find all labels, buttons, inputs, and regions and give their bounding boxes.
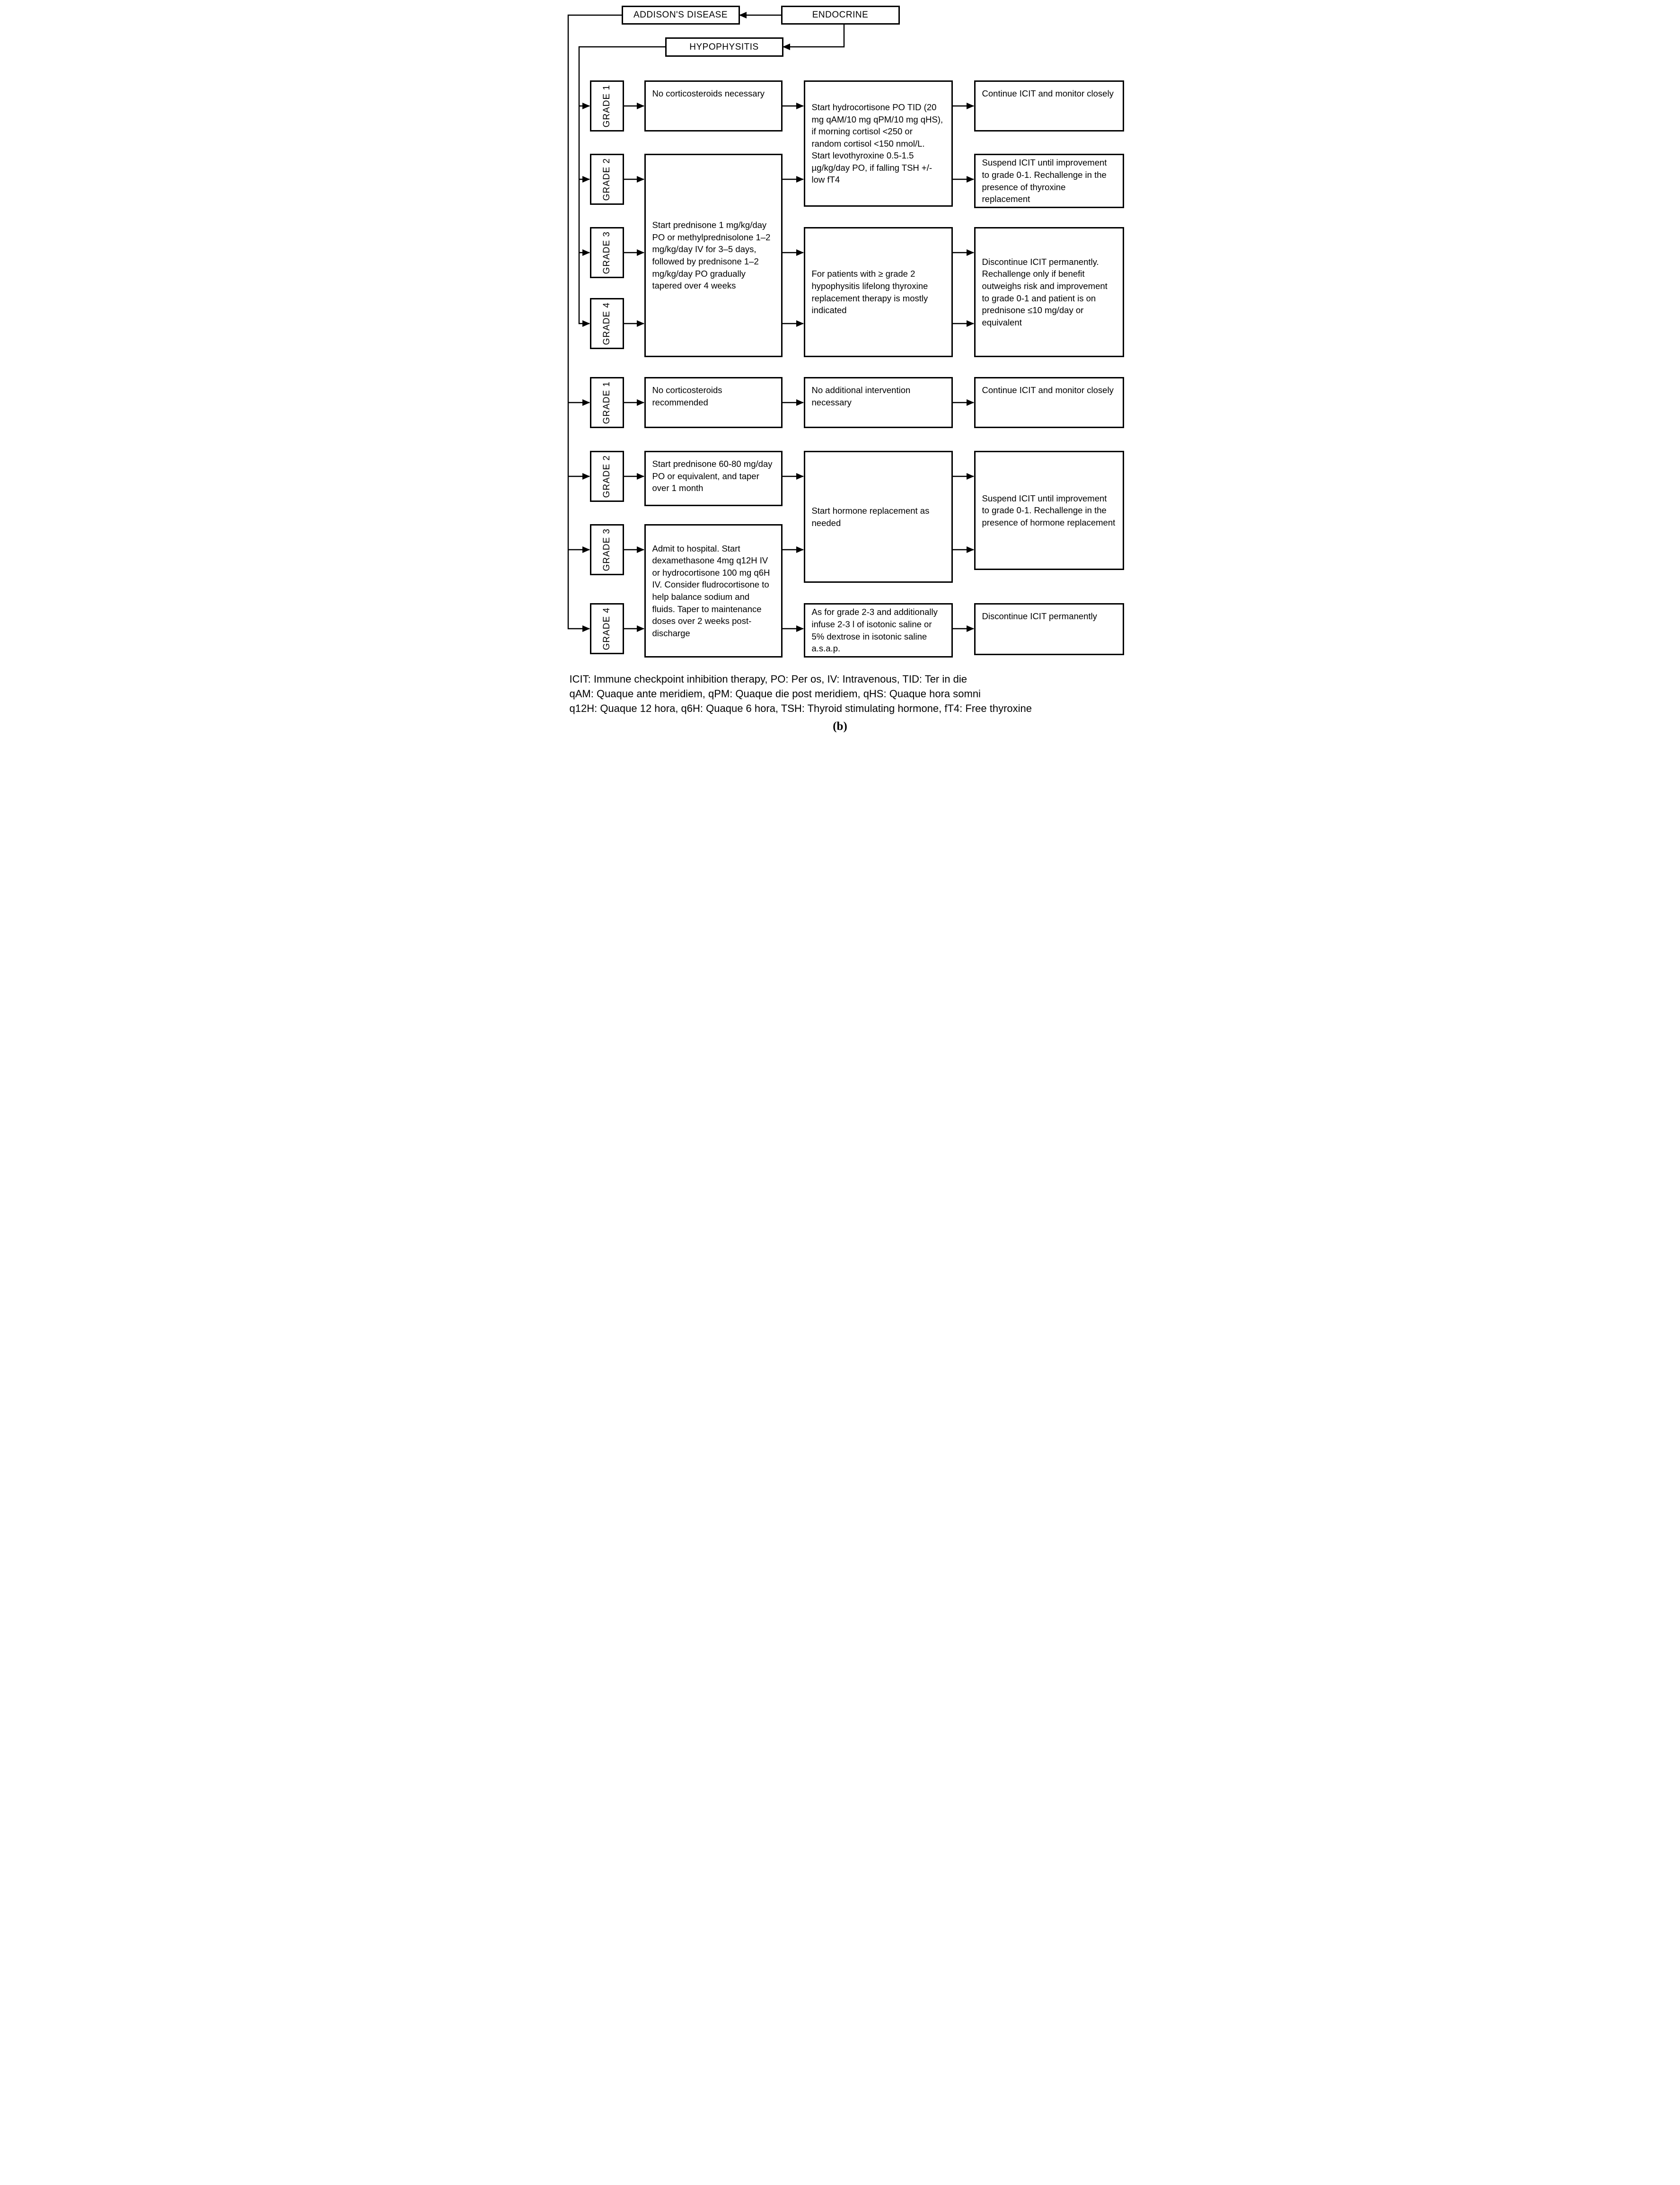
trunk-hypophysitis-to-grade4 [578,46,665,327]
node-addisons-disease: ADDISON'S DISEASE [621,6,740,25]
box-a-hormone-replacement: Start hormone replacement as needed [803,451,953,583]
grade-label: GRADE 2 [601,158,612,201]
grade-box-hypophysitis-3: GRADE 3 [589,227,624,278]
grade-label: GRADE 1 [601,381,612,424]
figure-caption: (b) [833,720,847,733]
grade-box-addisons-3: GRADE 3 [589,524,624,575]
box-a-no-corticosteroids: No corticosteroids recommended [644,377,783,428]
grade-label: GRADE 4 [601,302,612,345]
grade-box-addisons-4: GRADE 4 [589,603,624,654]
box-a-discontinue-icit: Discontinue ICIT permanently [974,603,1124,655]
legend-line-1: ICIT: Immune checkpoint inhibition thera… [569,673,967,685]
grade-label: GRADE 4 [601,607,612,650]
box-a-suspend-icit: Suspend ICIT until improvement to grade … [974,451,1124,570]
node-hypophysitis: HYPOPHYSITIS [665,37,783,57]
box-a-prednisone-60-80: Start prednisone 60-80 mg/day PO or equi… [644,451,783,506]
box-a-admit-hospital: Admit to hospital. Start dexamethasone 4… [644,524,783,658]
box-h-no-corticosteroids: No corticosteroids necessary [644,80,783,132]
grade-box-hypophysitis-4: GRADE 4 [589,298,624,349]
grade-label: GRADE 1 [601,84,612,128]
grade-box-addisons-1: GRADE 1 [589,377,624,428]
box-h-continue-icit: Continue ICIT and monitor closely [974,80,1124,132]
grade-box-hypophysitis-1: GRADE 1 [589,80,624,132]
box-a-no-additional-intervention: No additional intervention necessary [803,377,953,428]
box-h-hydrocortisone-levothyroxine: Start hydrocortisone PO TID (20 mg qAM/1… [803,80,953,207]
box-a-continue-icit: Continue ICIT and monitor closely [974,377,1124,428]
box-a-grade4-saline: As for grade 2-3 and additionally infuse… [803,603,953,658]
box-h-prednisone-taper: Start prednisone 1 mg/kg/day PO or methy… [644,154,783,357]
grade-box-addisons-2: GRADE 2 [589,451,624,502]
grade-box-hypophysitis-2: GRADE 2 [589,154,624,205]
box-h-thyroxine-replacement-note: For patients with ≥ grade 2 hypophysitis… [803,227,953,357]
flowchart-endocrine-adverse-events: ADDISON'S DISEASE ENDOCRINE HYPOPHYSITIS… [560,0,1124,738]
grade-label: GRADE 2 [601,455,612,498]
grade-label: GRADE 3 [601,231,612,274]
abbreviation-legend: ICIT: Immune checkpoint inhibition thera… [570,672,1114,716]
flow-connectors [567,12,974,632]
trunk-addisons-to-grade4 [567,14,622,632]
arrow-endocrine-to-hypophysitis [782,25,844,50]
legend-line-3: q12H: Quaque 12 hora, q6H: Quaque 6 hora… [569,702,1032,715]
legend-line-2: qAM: Quaque ante meridiem, qPM: Quaque d… [569,688,981,700]
box-h-suspend-icit: Suspend ICIT until improvement to grade … [974,154,1124,208]
grade-label: GRADE 3 [601,528,612,571]
node-endocrine: ENDOCRINE [781,6,900,25]
box-h-discontinue-icit: Discontinue ICIT permanently. Rechalleng… [974,227,1124,357]
